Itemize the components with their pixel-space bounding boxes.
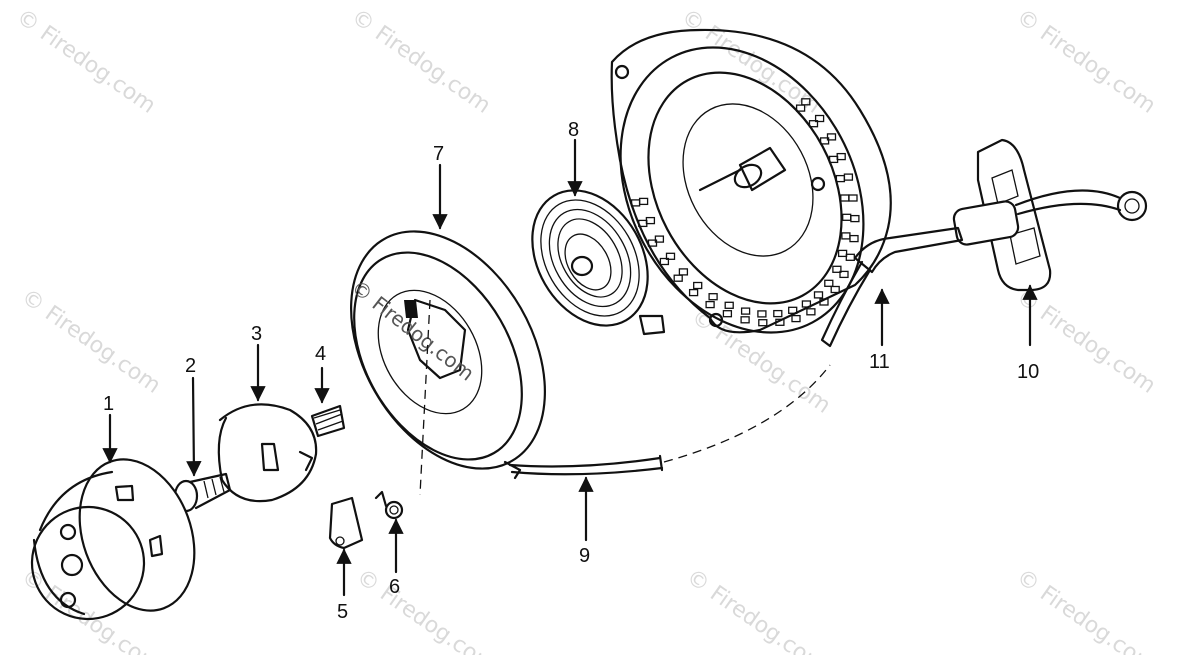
- vent-slot: [795, 104, 806, 112]
- vent-slot: [806, 308, 816, 316]
- vent-slot: [722, 310, 733, 318]
- vent-slot: [791, 314, 801, 323]
- vent-slot: [708, 293, 718, 301]
- vent-slot: [775, 318, 785, 326]
- vent-slot: [824, 279, 834, 287]
- vent-slot: [830, 285, 840, 294]
- vent-slot: [826, 133, 837, 141]
- watermark: © Firedog.com: [352, 564, 500, 655]
- vent-slot: [843, 173, 854, 181]
- vent-slots: [630, 98, 860, 327]
- watermark-center: © Firedog.com: [347, 275, 479, 385]
- friction-spring: [310, 404, 346, 438]
- vent-slot: [801, 98, 811, 106]
- vent-slot: [705, 300, 715, 309]
- vent-slot: [678, 268, 689, 276]
- starter-pulley: [30, 458, 196, 621]
- callout-11: 11: [869, 351, 890, 373]
- vent-slot: [673, 274, 683, 282]
- starter-reel: © Firedog.com: [347, 230, 546, 480]
- vent-slot: [638, 197, 649, 206]
- vent-slot: [819, 137, 830, 145]
- vent-slot: [665, 252, 676, 260]
- vent-slot: [813, 291, 824, 299]
- vent-slot: [845, 253, 855, 261]
- vent-slot: [724, 301, 734, 309]
- vent-slot: [808, 120, 819, 128]
- vent-slot: [688, 288, 699, 297]
- callout-arrows: [102, 138, 1038, 597]
- callout-10: 10: [1017, 361, 1039, 383]
- recoil-spring: [531, 189, 666, 336]
- callout-8: 8: [568, 119, 579, 141]
- vent-slot: [849, 234, 859, 243]
- watermark: © Firedog.com: [17, 284, 165, 398]
- callout-labels: 1 2 3 4 5 6 7 8 9 10 11: [103, 119, 1039, 623]
- vent-slot: [828, 155, 839, 164]
- vent-slot: [814, 114, 825, 123]
- vent-slot: [647, 239, 658, 247]
- vent-slot: [758, 319, 768, 327]
- ratchet: [217, 403, 318, 503]
- vent-slot: [835, 174, 846, 183]
- vent-slot: [693, 281, 703, 290]
- callout-2: 2: [185, 355, 196, 377]
- callout-1: 1: [103, 393, 114, 415]
- watermark: © Firedog.com: [677, 4, 825, 118]
- watermark: © Firedog.com: [347, 4, 495, 118]
- vent-slot: [832, 265, 842, 273]
- callout-7: 7: [433, 143, 444, 165]
- watermark: © Firedog.com: [12, 4, 160, 118]
- callout-4: 4: [315, 343, 326, 365]
- starter-grip: [952, 138, 1148, 292]
- vent-slot: [801, 300, 812, 308]
- vent-slot: [757, 310, 767, 318]
- vent-slot: [850, 214, 860, 223]
- vent-slot: [837, 249, 848, 258]
- watermark: © Firedog.com: [1012, 564, 1160, 655]
- vent-slot: [841, 232, 851, 240]
- vent-slot: [740, 307, 751, 315]
- rope-guide: [820, 226, 964, 348]
- watermark: © Firedog.com: [1012, 4, 1160, 118]
- vent-slot: [840, 194, 850, 202]
- vent-slot: [819, 298, 829, 306]
- vent-slot: [740, 316, 750, 324]
- callout-9: 9: [579, 545, 590, 567]
- starter-rope: [419, 299, 831, 496]
- vent-slot: [654, 235, 665, 243]
- pawl-spring: [374, 490, 404, 520]
- watermark: © Firedog.com: [682, 564, 830, 655]
- vent-slot: [836, 152, 846, 161]
- vent-slot: [788, 306, 798, 314]
- callout-5: 5: [337, 601, 348, 623]
- vent-slot: [839, 270, 849, 279]
- callout-6: 6: [389, 576, 400, 598]
- vent-slot: [842, 213, 852, 221]
- callout-3: 3: [251, 323, 262, 345]
- vent-slot: [773, 309, 783, 318]
- vent-slot: [848, 194, 858, 202]
- vent-slot: [645, 216, 656, 225]
- pawl: [328, 496, 364, 550]
- vent-slot: [659, 257, 670, 266]
- starter-case: [610, 28, 892, 334]
